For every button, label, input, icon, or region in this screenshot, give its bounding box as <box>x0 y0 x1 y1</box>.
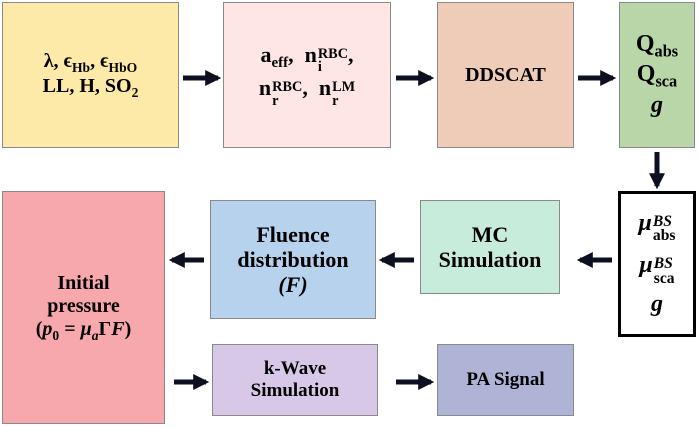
mu-symbol: μ <box>80 317 92 340</box>
ddscat-box: DDSCAT <box>437 2 574 148</box>
gamma-symbol: Γ <box>98 317 112 340</box>
n-i-rbc-symbol: n <box>304 41 317 67</box>
r-subscript: r <box>272 92 279 109</box>
pa-signal-box: PA Signal <box>437 344 574 416</box>
efficiency-box: Qabs Qsca g <box>619 2 695 148</box>
equals-sign: = <box>59 317 81 340</box>
epsilon-hb-subscript: Hb <box>71 59 91 75</box>
pressure-equation: (p0 = μaΓF) <box>36 318 132 343</box>
lm-superscript: LM <box>332 79 356 96</box>
n-r-lm-symbol: n <box>318 75 332 100</box>
epsilon-hbo-symbol: ϵ <box>100 49 109 72</box>
ddscat-label: DDSCAT <box>465 63 546 86</box>
epsilon-hbo-subscript: HbO <box>108 59 138 75</box>
mu-symbol: μ <box>638 209 652 236</box>
rbc-superscript: RBC <box>317 45 349 62</box>
r-subscript: r <box>332 92 339 109</box>
sca-subscript: sca <box>653 270 675 287</box>
g-symbol: g <box>651 290 663 317</box>
q-abs-line: Qabs <box>636 31 678 61</box>
fluence-distribution-box: Fluence distribution (F) <box>210 200 376 319</box>
q-symbol: Q <box>636 61 656 88</box>
abs-subscript: abs <box>652 227 676 245</box>
params-line-1: λ, ϵHb, ϵHbO <box>44 50 138 75</box>
simulation-label: Simulation <box>250 380 340 401</box>
lambda-symbol: λ, <box>43 49 59 72</box>
initial-pressure-box: Initial pressure (p0 = μaΓF) <box>2 191 165 424</box>
a-eff-subscript: eff <box>271 54 289 71</box>
input-parameters-box: λ, ϵHb, ϵHbO LL, H, SO2 <box>2 2 179 148</box>
a-eff-symbol: a <box>260 41 272 67</box>
bs-superscript: BS <box>652 212 672 230</box>
params-line-2: LL, H, SO2 <box>43 75 139 100</box>
bs-superscript: BS <box>653 255 673 273</box>
pressure-label: pressure <box>47 294 120 317</box>
q-sca-line: Qsca <box>637 61 677 91</box>
sca-subscript: sca <box>655 71 678 91</box>
kwave-label: k-Wave <box>263 358 327 380</box>
abs-subscript: abs <box>654 41 679 61</box>
close-paren: ) <box>124 317 132 340</box>
comma: , <box>302 75 308 100</box>
open-paren: ( <box>35 317 43 340</box>
pa-signal-label: PA Signal <box>466 369 545 391</box>
kwave-simulation-box: k-Wave Simulation <box>212 344 378 416</box>
comma: , <box>288 41 294 67</box>
so2-subscript: 2 <box>131 84 139 100</box>
fluence-symbol: (F) <box>278 272 308 298</box>
ll-h-so-text: LL, H, SO <box>42 75 132 97</box>
distribution-label: distribution <box>237 246 349 272</box>
q-symbol: Q <box>635 30 655 57</box>
comma: , <box>348 41 354 67</box>
mu-subscript: a <box>91 327 99 343</box>
f-symbol: F <box>111 317 125 340</box>
g-symbol: g <box>651 91 663 118</box>
simulation-label: Simulation <box>438 247 542 272</box>
rbc-superscript: RBC <box>272 79 303 96</box>
mc-label: MC <box>471 221 509 247</box>
epsilon-hb-symbol: ϵ <box>63 49 72 72</box>
mu-symbol: μ <box>639 252 653 279</box>
fluence-label: Fluence <box>256 221 330 247</box>
mc-simulation-box: MC Simulation <box>420 200 560 294</box>
p-subscript: 0 <box>52 327 60 343</box>
i-subscript: i <box>317 59 322 76</box>
initial-label: Initial <box>57 271 110 294</box>
comma: , <box>90 49 96 72</box>
n-r-rbc-symbol: n <box>258 75 272 100</box>
p-symbol: p <box>42 317 53 340</box>
